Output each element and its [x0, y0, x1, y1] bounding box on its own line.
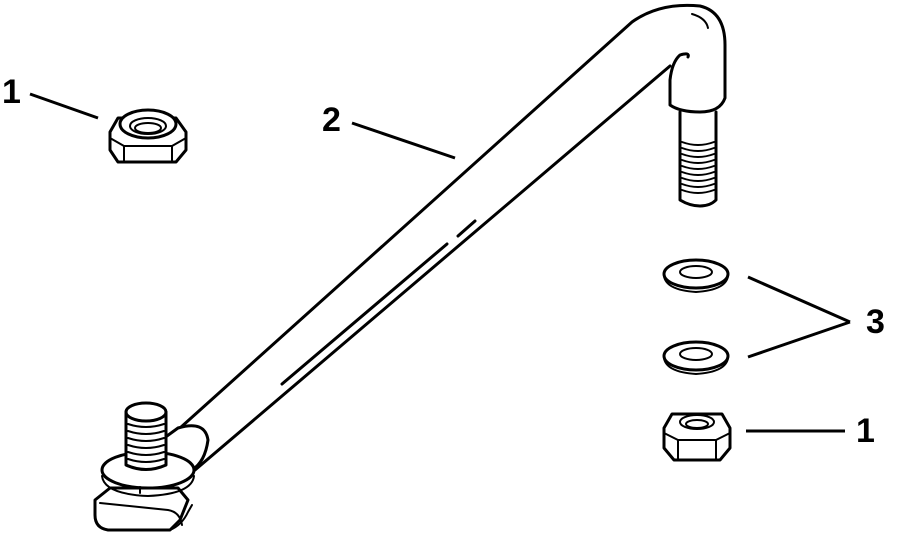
- leader-2: [351, 121, 456, 160]
- callout-1-top: 1: [2, 73, 21, 111]
- lock-nut-bottom: [662, 412, 732, 462]
- washer-upper: [662, 258, 730, 293]
- callout-1-bottom: 1: [856, 412, 875, 450]
- washer-lower: [662, 340, 730, 375]
- leader-1-top: [29, 92, 99, 120]
- lower-stud-threads: [127, 423, 165, 463]
- ball-joint-end: [93, 401, 210, 532]
- callout-2: 2: [322, 101, 341, 139]
- upper-stud-threads: [681, 141, 715, 194]
- leader-3-upper: [747, 275, 851, 324]
- leader-lines: [29, 92, 851, 433]
- tie-bar-rod: [178, 3, 727, 472]
- callout-3: 3: [866, 303, 885, 341]
- leader-3-lower: [747, 320, 851, 359]
- lock-nut-top: [108, 108, 188, 164]
